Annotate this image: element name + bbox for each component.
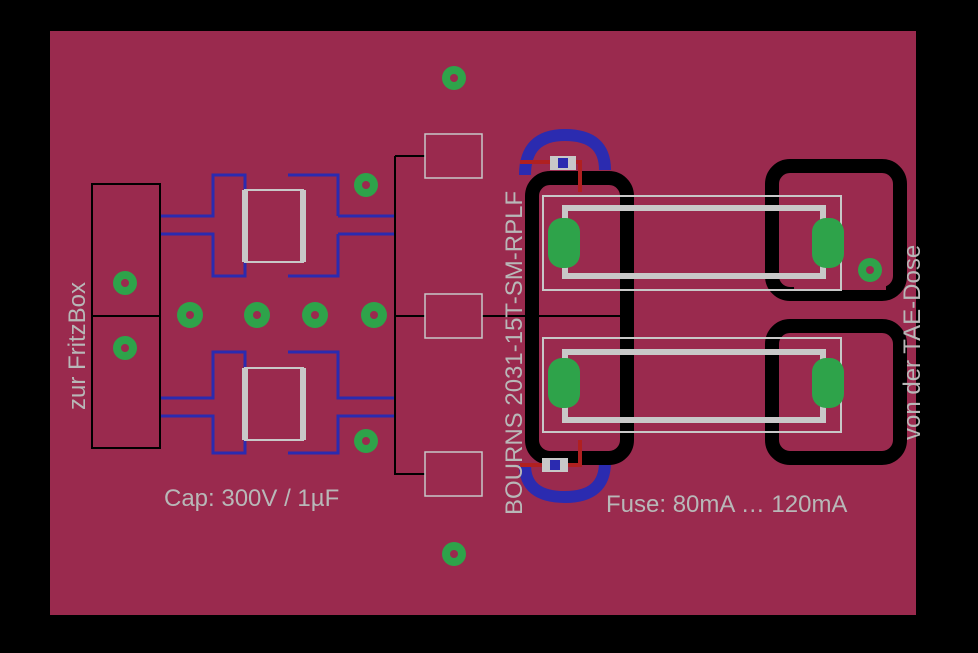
label-fritzbox: zur FritzBox [64,282,91,410]
capacitors [242,189,306,441]
bottom-copper-arc-top [519,128,611,176]
smd-parts [542,156,576,472]
label-part: BOURNS 2031-15T-SM-RPLF [501,191,528,515]
top-copper-traces [520,160,582,467]
label-fuse: Fuse: 80mA … 120mA [606,491,847,518]
fuse-pads [548,218,844,408]
silk-lines [91,155,630,475]
label-cap: Cap: 300V / 1µF [164,485,339,512]
diode-footprints [424,133,483,497]
bottom-copper-arc-bottom [519,461,611,504]
label-tae: von der TAE-Dose [899,245,926,440]
via-holes [121,74,874,558]
